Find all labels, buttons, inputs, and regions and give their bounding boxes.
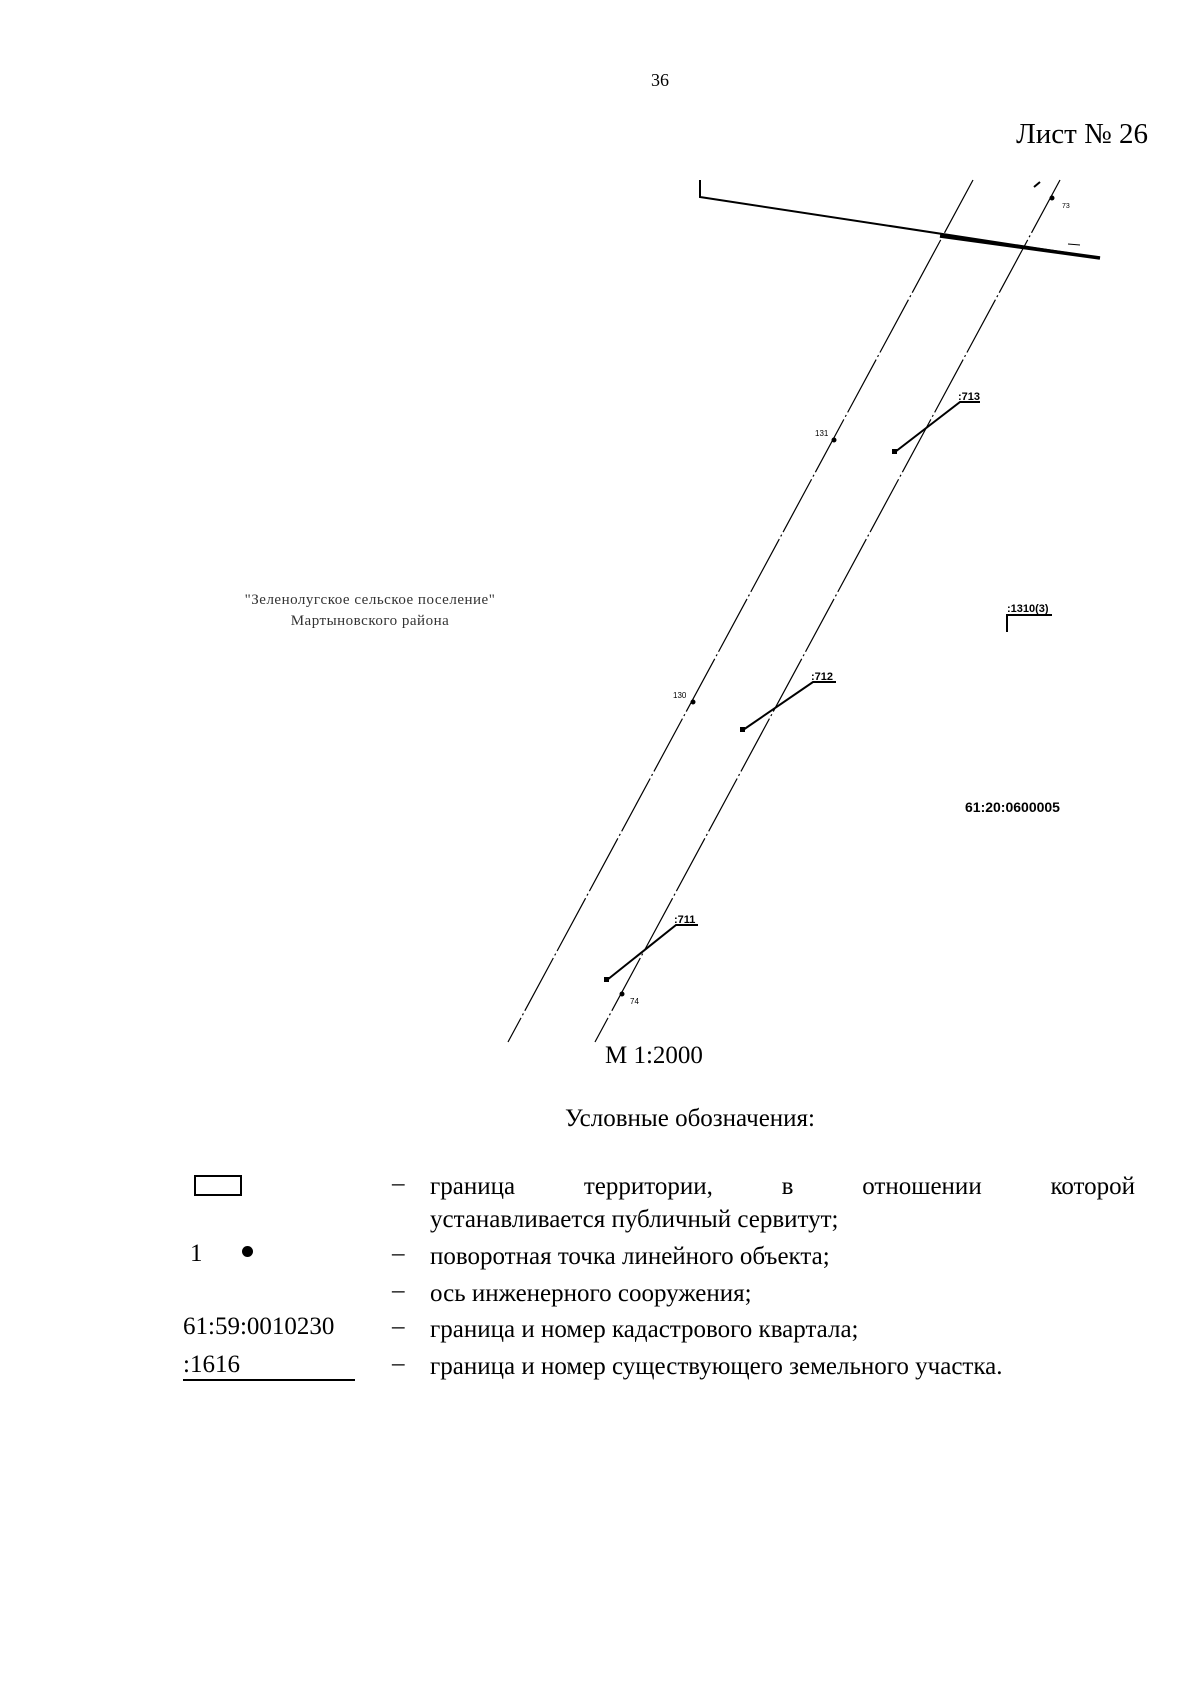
parcel-711-leader xyxy=(606,924,698,981)
turning-point-label-74: 74 xyxy=(630,997,639,1006)
legend-dash-2: – xyxy=(392,1240,405,1267)
turning-point-label-131: 131 xyxy=(815,429,829,438)
parcel-712-leader xyxy=(742,681,836,731)
parcel-label-1310: :1310(3) xyxy=(1007,603,1049,615)
parcel-713-leader xyxy=(894,401,980,453)
map-scale: М 1:2000 xyxy=(605,1042,703,1069)
servitude-boundary-symbol xyxy=(194,1175,242,1196)
settlement-name: "Зеленолугское сельское поселение" xyxy=(244,592,496,608)
legend-text-5: граница и номер существующего земельного… xyxy=(430,1353,1003,1380)
quarter-boundary-thick xyxy=(939,234,1101,260)
legend-dash-4: – xyxy=(392,1313,405,1340)
servitude-boundary-right xyxy=(594,179,1061,1043)
legend-text-4: граница и номер кадастрового квартала; xyxy=(430,1316,859,1343)
parcel-713-marker xyxy=(892,449,897,454)
parcel-711-marker xyxy=(604,977,609,982)
quarter-boundary-dash xyxy=(1067,243,1081,246)
turning-point-label-73: 73 xyxy=(1062,203,1070,210)
legend-text-1b: устанавливается публичный сервитут; xyxy=(430,1206,839,1233)
turning-point-label-130: 130 xyxy=(673,691,687,700)
tick-mark xyxy=(1033,181,1041,188)
legend-text-2: поворотная точка линейного объекта; xyxy=(430,1243,830,1270)
legend-title: Условные обозначения: xyxy=(564,1105,816,1132)
legend-dash-1: – xyxy=(392,1170,405,1197)
turning-point-130 xyxy=(690,699,696,705)
district-name: Мартыновского района xyxy=(290,613,450,629)
legend-quarter-number: 61:59:0010230 xyxy=(183,1313,335,1340)
parcel-label-711: :711 xyxy=(674,914,695,926)
legend-text-1a: граница территории, в отношении которой xyxy=(430,1173,1135,1200)
parcel-712-marker xyxy=(740,727,745,732)
legend-text-3: ось инженерного сооружения; xyxy=(430,1280,752,1307)
parcel-1310-leader xyxy=(1006,614,1052,632)
turning-point-73 xyxy=(1049,195,1055,201)
servitude-boundary-left xyxy=(507,179,974,1043)
quarter-boundary xyxy=(699,180,1101,259)
legend-dash-5: – xyxy=(392,1350,405,1377)
legend-point-number: 1 xyxy=(190,1240,203,1267)
parcel-label-713: :713 xyxy=(958,391,980,403)
map-drawing: 131 130 73 74 :713 :712 :711 :1310(3) 61… xyxy=(507,179,1101,1043)
turning-point-131 xyxy=(831,437,837,443)
page-number: 36 xyxy=(651,70,669,90)
legend-parcel-number: :1616 xyxy=(183,1350,355,1381)
sheet-label: Лист № 26 xyxy=(1016,118,1148,150)
turning-point-74 xyxy=(619,991,625,997)
turning-point-icon xyxy=(242,1246,253,1257)
legend-dash-3: – xyxy=(392,1277,405,1304)
parcel-label-712: :712 xyxy=(811,671,833,683)
quarter-label: 61:20:0600005 xyxy=(965,799,1060,815)
